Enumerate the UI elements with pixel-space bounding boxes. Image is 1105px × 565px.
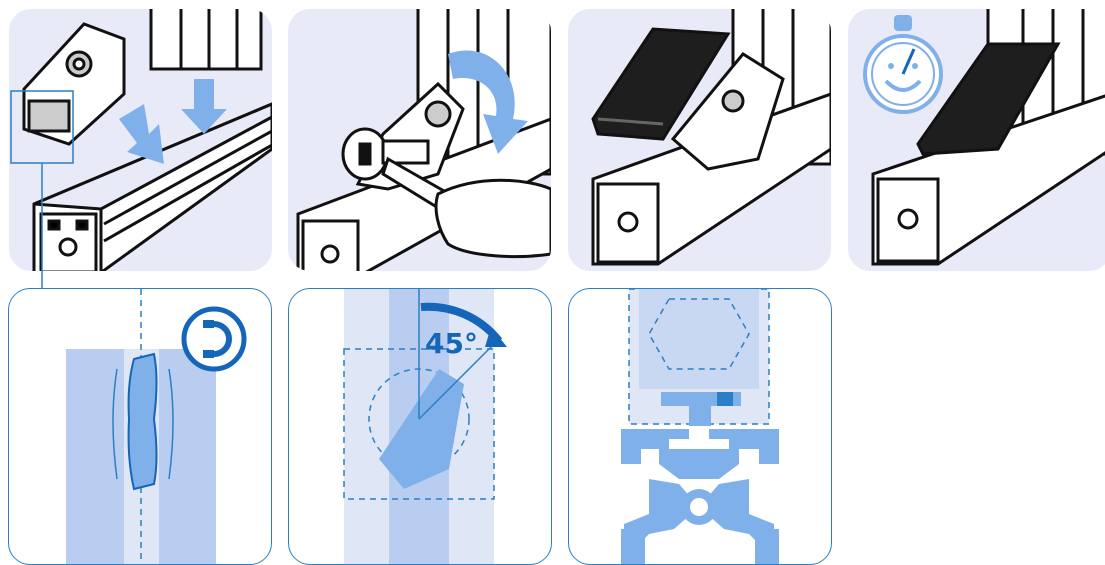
angle-label: 45° xyxy=(425,327,478,360)
slot-profile-icon xyxy=(621,429,779,564)
detail-cross-section-panel xyxy=(568,288,832,565)
magnet-icon xyxy=(184,309,244,369)
detail-magnet-panel xyxy=(8,288,272,565)
detail-rotation-panel: 45° xyxy=(288,288,552,565)
